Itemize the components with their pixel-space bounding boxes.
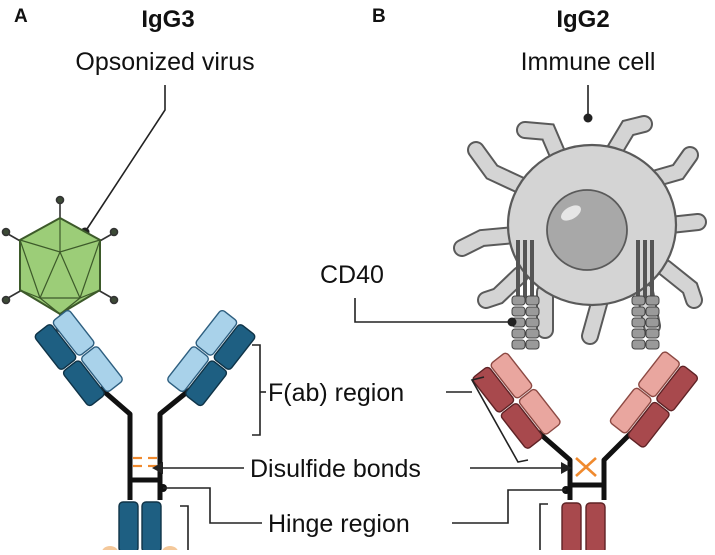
panel-a: A IgG3 Opsonized virus — [1, 6, 256, 555]
fab-label: F(ab) region — [268, 379, 404, 407]
cell-pointer-dot — [583, 113, 593, 123]
hinge-label: Hinge region — [268, 510, 410, 538]
hinge-annotation: Hinge region — [163, 487, 566, 538]
igg2-antibody-icon — [472, 351, 699, 554]
cd40-right — [631, 240, 660, 350]
virus-pointer-line — [84, 85, 166, 233]
panel-b: B IgG2 Immune cell — [320, 6, 707, 554]
disulfide-label: Disulfide bonds — [250, 455, 421, 483]
igg3-fc-bracket — [180, 505, 189, 550]
igg2-disulfide-marks — [575, 457, 597, 477]
fab-annotation: F(ab) region — [252, 344, 529, 463]
panel-a-title: IgG3 — [141, 6, 194, 33]
panel-b-title: IgG2 — [556, 6, 609, 33]
panel-b-letter: B — [372, 6, 386, 27]
panel-a-letter: A — [14, 6, 28, 27]
panel-b-subtitle: Immune cell — [521, 48, 656, 76]
igg3-antibody-icon — [34, 309, 256, 555]
cd40-pointer-line — [354, 298, 512, 323]
immune-cell-icon — [453, 115, 707, 345]
igg2-fc-bracket — [539, 503, 548, 550]
disulfide-annotation: Disulfide bonds — [152, 455, 572, 483]
igg3-disulfide-marks — [133, 456, 157, 468]
cd40-pointer-dot — [507, 317, 517, 327]
cd40-label: CD40 — [320, 261, 384, 289]
virus-icon — [1, 195, 119, 333]
panel-a-subtitle: Opsonized virus — [75, 48, 254, 76]
